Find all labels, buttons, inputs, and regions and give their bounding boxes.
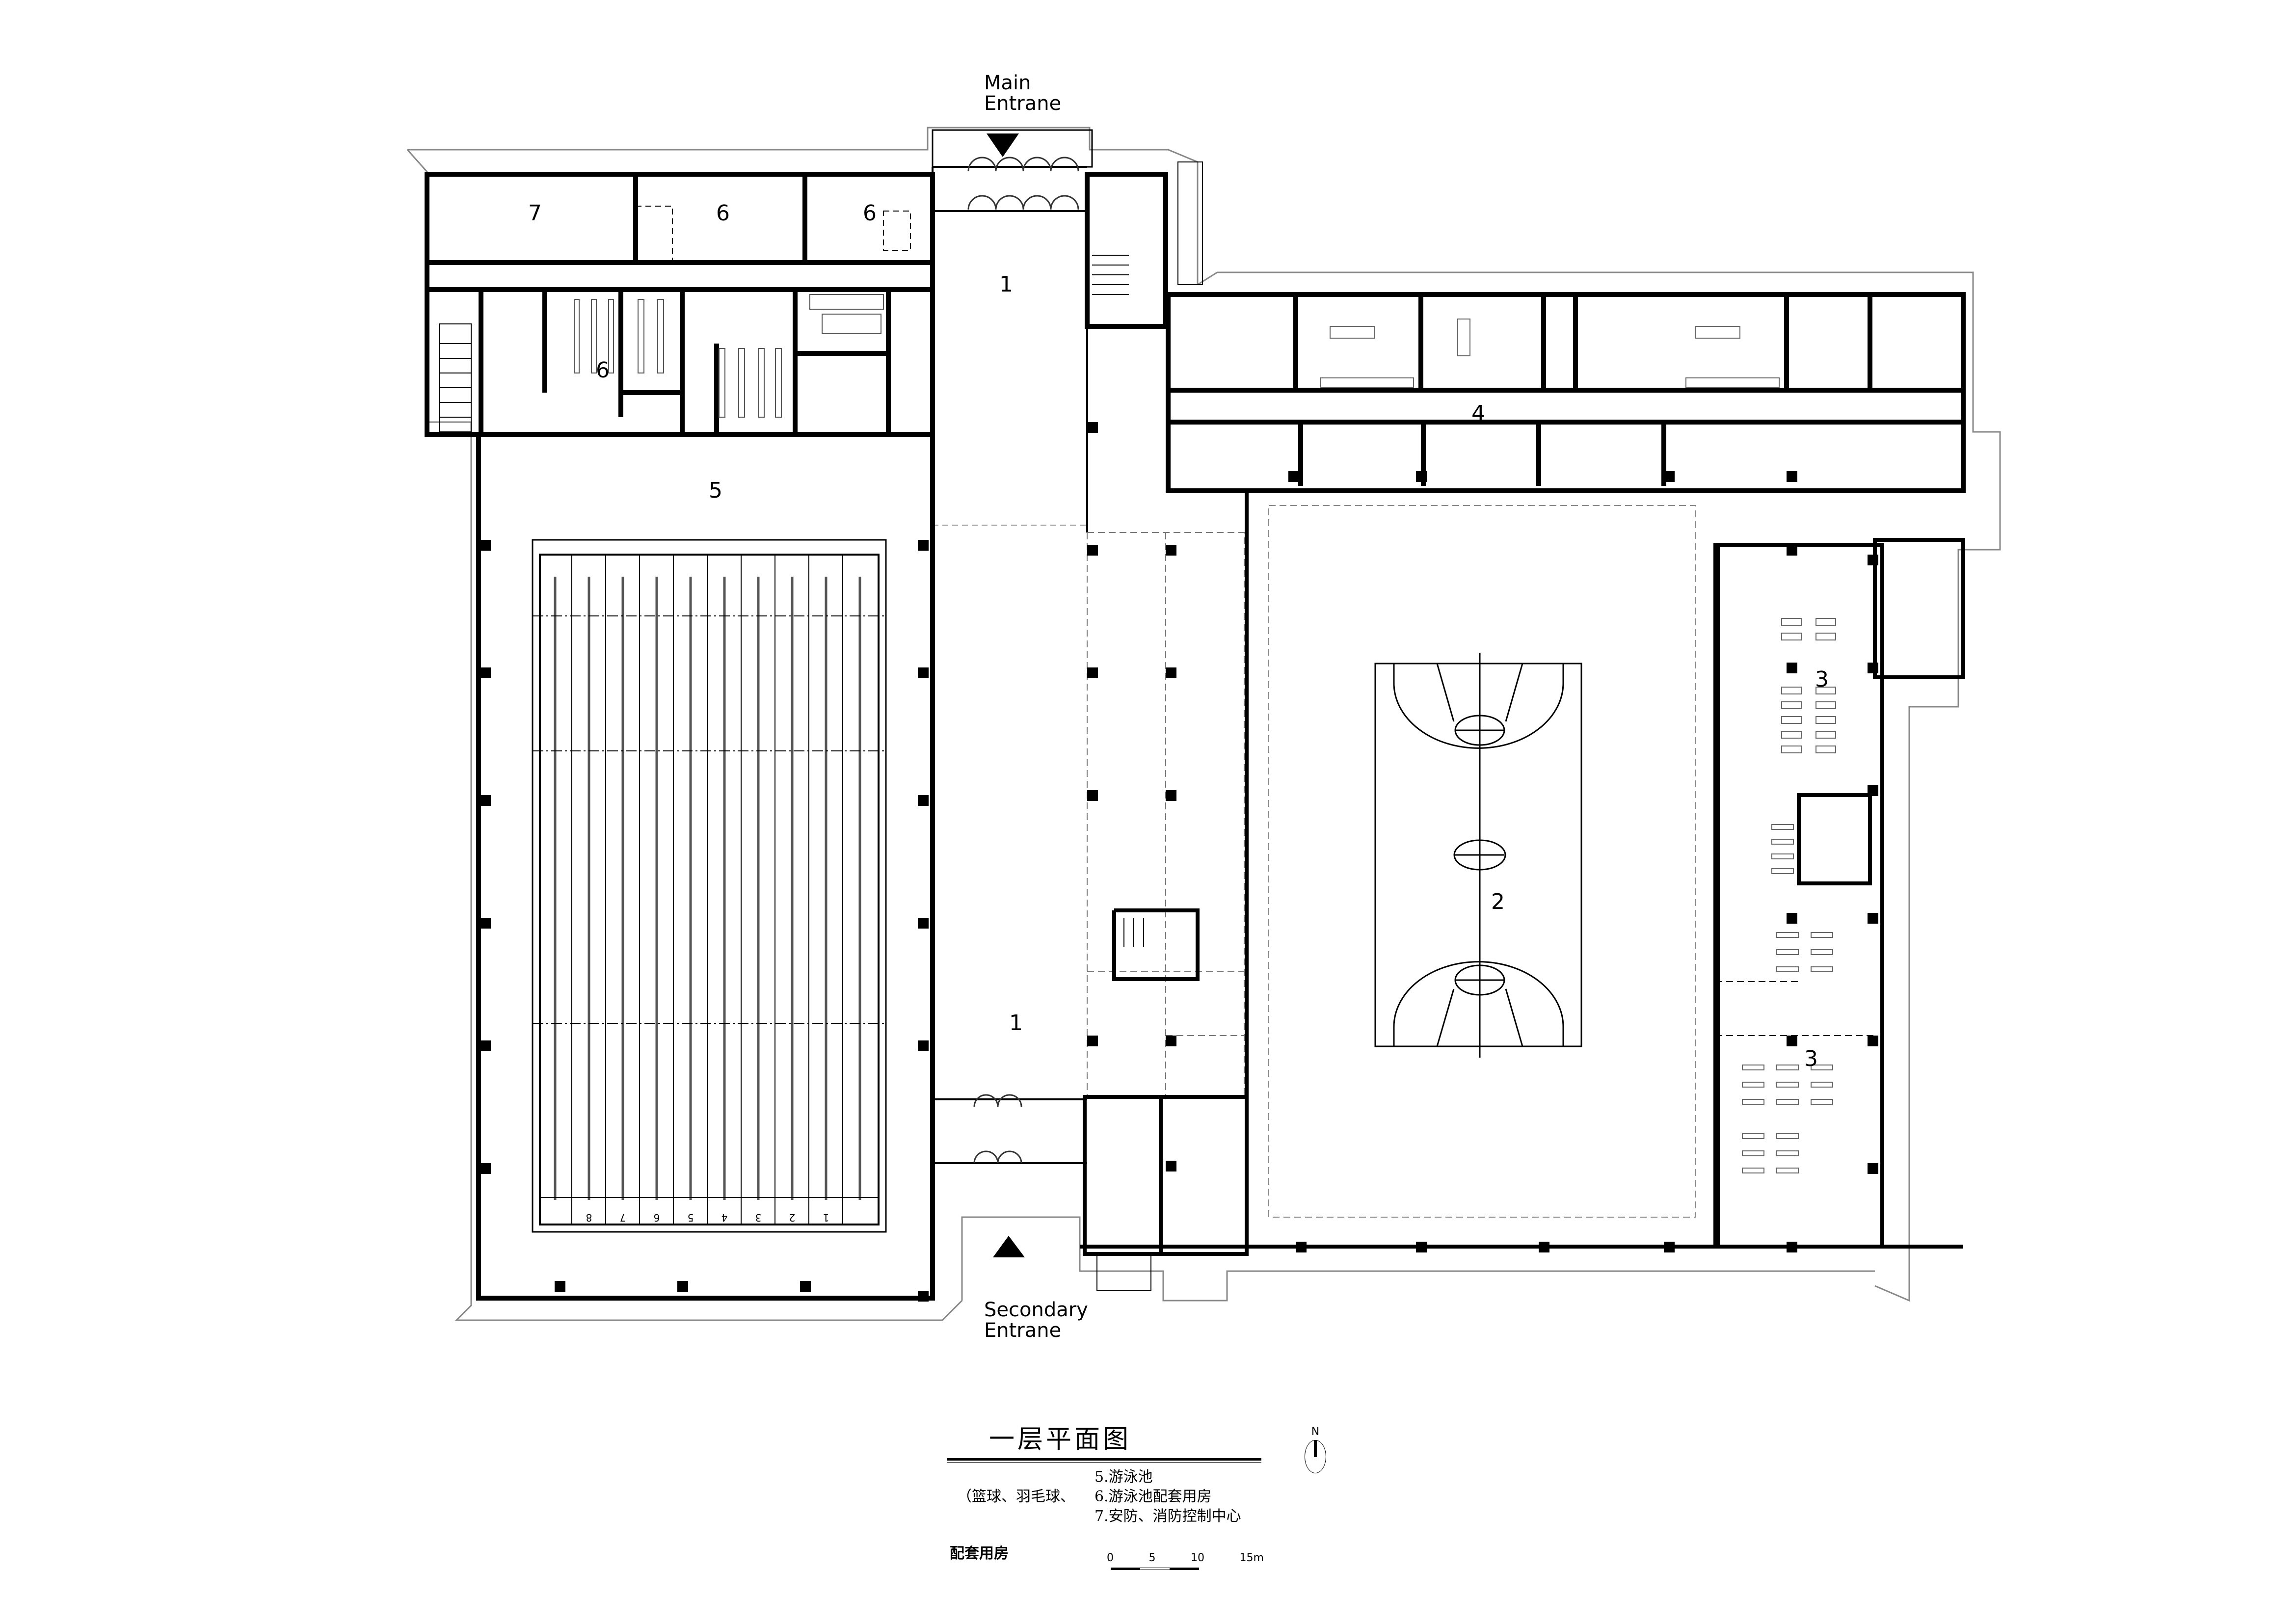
main-entrance-doors (967, 157, 1079, 210)
scale-tick: 10 (1191, 1552, 1205, 1564)
drawing-title-block: 一层平面图 (947, 1418, 1261, 1463)
basketball-court (1374, 653, 1582, 1058)
pool-lane-lines (554, 577, 861, 1200)
main-entrance-line1: Main (984, 72, 1031, 94)
main-entrance-label: Main Entrane (984, 73, 1061, 114)
room-label-pool-support-a: 6 (716, 201, 730, 226)
room-label-pool-hall: 5 (709, 478, 722, 503)
legend-item-pool-support: 6.游泳池配套用房 (1095, 1488, 1212, 1505)
room-label-lobby-north: 1 (999, 272, 1013, 297)
locker-benches (574, 294, 884, 418)
room-label-pool-support-c: 6 (596, 358, 610, 383)
pool-lane-dividers (571, 555, 843, 1225)
training-halls (1713, 538, 1965, 1249)
stair-mid (1112, 908, 1200, 981)
north-arrow: N (1298, 1426, 1333, 1480)
scale-bar-graphic (1111, 1568, 1199, 1570)
pool-hall (476, 432, 935, 1301)
pool-lane-number: 8 (586, 1212, 592, 1224)
pool-lane-number: 1 (823, 1212, 829, 1224)
stair-lobby-north (1085, 172, 1168, 329)
legend-item-security-center: 7.安防、消防控制中心 (1095, 1508, 1241, 1525)
pool-lane-number: 7 (619, 1212, 626, 1224)
scale-tick: 5 (1148, 1552, 1156, 1564)
legend-item-pool: 5.游泳池 (1095, 1468, 1153, 1486)
north-label: N (1311, 1426, 1320, 1438)
scale-tick: 15m (1239, 1552, 1264, 1564)
gymnasium (1080, 491, 1963, 1249)
secondary-entrance-canopy (1096, 1253, 1151, 1291)
structural-columns (480, 422, 1878, 1302)
secondary-entrance-label: Secondary Entrane (984, 1300, 1088, 1341)
stair-west (439, 323, 472, 432)
room-label-training-south: 3 (1804, 1046, 1818, 1071)
pool-lane-number: 3 (755, 1212, 762, 1224)
gym-floor-boundary (1268, 505, 1696, 1218)
south-stair-block (1083, 1095, 1249, 1256)
room-label-pool-support-b: 6 (863, 201, 877, 226)
pool-lane-number: 2 (789, 1212, 796, 1224)
training-equipment (1742, 618, 1836, 1173)
pool-lane-number: 5 (687, 1212, 694, 1224)
compass-icon (1305, 1440, 1326, 1473)
pool (532, 539, 887, 1233)
scale-tick: 0 (1107, 1552, 1114, 1564)
secondary-entrance-line1: Secondary (984, 1299, 1088, 1321)
main-entrance-line2: Entrane (984, 92, 1062, 115)
legend-bottom-line: 配套用房 (950, 1545, 1009, 1562)
room-label-corridor: 4 (1471, 401, 1485, 426)
main-entrance-canopy (932, 129, 1093, 168)
secondary-entrance-arrow (993, 1236, 1025, 1257)
room-label-gym: 2 (1491, 889, 1505, 914)
secondary-entrance-line2: Entrane (984, 1319, 1062, 1342)
lobby-east-open-area (1087, 532, 1245, 1099)
room-label-training-north: 3 (1815, 667, 1829, 692)
pool-lane-number: 4 (721, 1212, 728, 1224)
drawing-title: 一层平面图 (989, 1425, 1132, 1454)
main-entrance-arrow (987, 133, 1019, 157)
room-label-security-center: 7 (528, 201, 542, 226)
legend-left-line: （篮球、羽毛球、 (957, 1488, 1075, 1505)
corridor-4-block (1166, 292, 1966, 493)
legend-list: 5.游泳池 6.游泳池配套用房 7.安防、消防控制中心 (1095, 1467, 1241, 1526)
scale-bar: 0 5 10 15m (1107, 1552, 1264, 1571)
site-outline (406, 127, 2001, 1321)
pool-lane-number: 6 (653, 1212, 660, 1224)
title-underline (947, 1458, 1261, 1463)
north-west-support-block (425, 172, 935, 437)
room-label-lobby-south: 1 (1009, 1011, 1023, 1036)
corridor-room-fixtures (1320, 319, 1780, 388)
